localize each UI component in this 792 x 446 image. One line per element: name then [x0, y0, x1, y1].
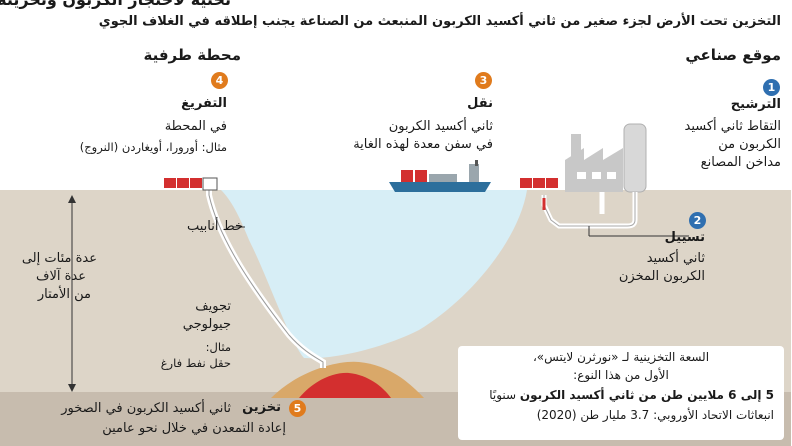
- depth-label-1: عدة مئات إلى: [22, 251, 98, 266]
- geological-title-2: جيولوجي: [183, 317, 232, 332]
- step5-badge: 5: [290, 400, 307, 417]
- site-containers: [521, 178, 559, 188]
- subtitle: التخزين تحت الأرض لجزء صغير من ثاني أكسي…: [99, 14, 782, 29]
- geological-title-1: تجويف: [196, 299, 232, 314]
- ship: [390, 160, 492, 192]
- step1-badge: 1: [764, 79, 781, 96]
- info-line-4: انبعاثات الاتحاد الأوروبي: 3.7 مليار طن …: [537, 408, 775, 422]
- geological-example-2: حقل نفط فارغ: [161, 356, 232, 370]
- depth-label-2: عدة آلاف: [36, 269, 87, 284]
- step2-text-1: ثاني أكسيد: [647, 251, 706, 266]
- info-line-3: 5 إلى 6 ملايين طن من ثاني أكسيد الكربون …: [490, 388, 775, 402]
- step2-title: تسييل: [665, 230, 706, 245]
- info-line-3-bold: 5 إلى 6 ملايين طن من ثاني أكسيد الكربون: [520, 388, 775, 402]
- step3-text-1: ثاني أكسيد الكربون: [389, 119, 494, 134]
- step5-text-1: ثاني أكسيد الكربون في الصخور: [62, 401, 232, 416]
- geological-example-1: مثال:: [206, 340, 232, 354]
- info-line-3-rest: سنويًا: [490, 388, 521, 402]
- info-line-1: السعة التخزينية لـ «نورثرن لايتس»،: [533, 350, 711, 364]
- depth-label-3: من الأمتار: [38, 287, 92, 302]
- pipeline-line: [209, 186, 325, 368]
- step1-text-1: التقاط ثاني أكسيد: [685, 119, 783, 134]
- step2-text-2: الكربون المخزن: [619, 269, 706, 284]
- step5-text-2: إعادة التمعدن في خلال نحو عامين: [103, 421, 287, 436]
- step4-text-1: في المحطة: [165, 119, 228, 134]
- step5-title: تخزين: [243, 400, 282, 415]
- step1-text-2: الكربون من: [719, 137, 782, 152]
- step1-title: الترشيح: [731, 97, 782, 112]
- co2-storage-pocket: [300, 372, 392, 398]
- step3-text-2: في سفن معدة لهذه الغاية: [354, 137, 494, 152]
- pipeline-label: خط أنابيب: [187, 219, 244, 234]
- step4-badge: 4: [212, 72, 229, 89]
- step2-badge: 2: [690, 212, 707, 229]
- step3-title: نقل: [468, 96, 494, 111]
- step4-example: مثال: أورورا، أويغاردن (النروج): [80, 140, 228, 154]
- header-industrial-site: موقع صناعي: [686, 46, 782, 64]
- step1-text-3: مداخن المصانع: [701, 155, 782, 170]
- depth-arrow-bottom: [69, 384, 77, 392]
- header-terminal: محطة طرفية: [144, 46, 242, 64]
- page-title: تحتية لاحتجاز الكربون وتخزينه: [0, 0, 232, 9]
- sea-basin: [222, 190, 528, 359]
- step4-title: التفريغ: [182, 96, 228, 111]
- depth-arrow-top: [69, 195, 77, 203]
- info-box: السعة التخزينية لـ «نورثرن لايتس»، الأول…: [459, 346, 785, 440]
- terminal-containers: [165, 177, 219, 191]
- info-line-2: الأول من هذا النوع:: [574, 368, 670, 382]
- factory: [542, 123, 648, 229]
- step3-badge: 3: [476, 72, 493, 89]
